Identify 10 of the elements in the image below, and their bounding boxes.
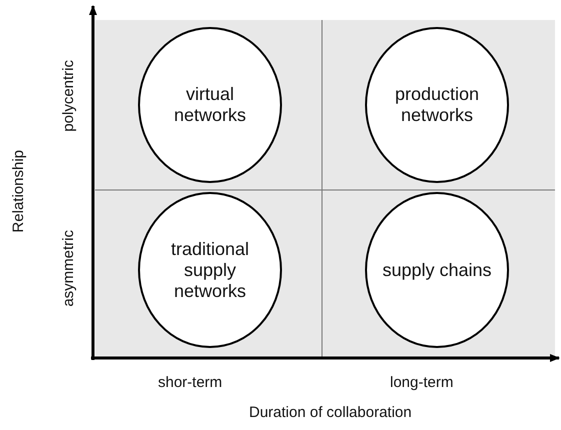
node-label: supply chains (382, 260, 492, 280)
row-label: asymmetric (60, 230, 77, 307)
axis-title: Relationship (10, 150, 27, 233)
node-label: virtual networks (172, 84, 248, 126)
column-label: shor-term (158, 374, 222, 391)
column-label: long-term (390, 374, 454, 391)
node-label: traditional supply networks (170, 238, 250, 302)
row-label: polycentric (60, 60, 77, 132)
axis-title: Duration of collaboration (249, 404, 412, 421)
node-label: production networks (394, 84, 480, 126)
